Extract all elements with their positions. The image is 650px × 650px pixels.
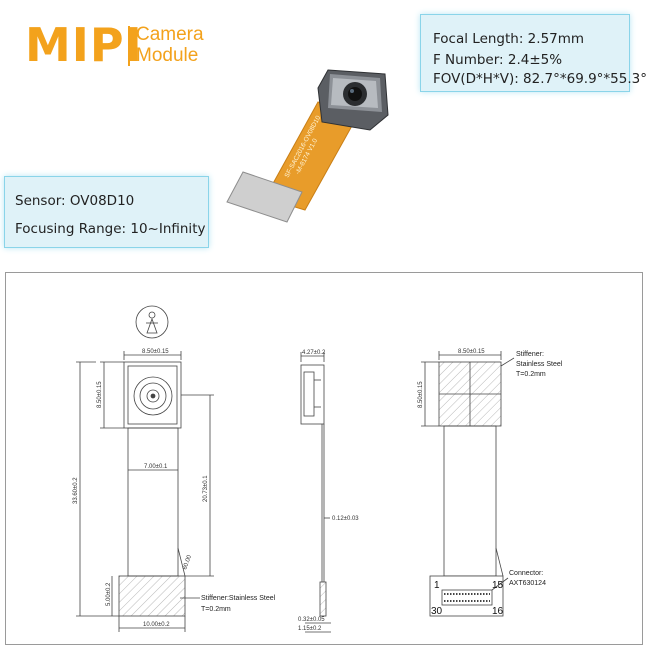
front-stiffener-outline [118,575,186,617]
logo-subtitle-line2: Module [136,45,199,66]
front-stiffener-height-dim: 5.00±0.2 [106,582,112,606]
front-view [76,305,214,632]
front-flex-length-dim: 20.73±0.1 [203,475,209,502]
sensor-text: Sensor: OV08D10 [15,193,135,209]
side-stiffener-outline [319,581,327,617]
front-view-labels: 8.50±0.15 8.50±0.15 33.60±0.2 7.00±0.1 2… [73,349,276,628]
back-view [421,351,515,617]
front-bottom-width-dim: 10.00±0.2 [143,622,170,628]
connector-outline [441,589,493,606]
focusing-range-text: Focusing Range: 10~Infinity [15,221,206,237]
side-view-labels: 4.27±0.2 0.12±0.03 0.32±0.05 1.15±0.2 [298,350,359,632]
side-head-outline [300,364,325,425]
front-angle-dim: 60.00 [182,554,193,571]
front-stiffener-note: Stiffener:Stainless Steel [201,595,276,602]
pin-30-label: 30 [431,606,443,617]
back-flex-outline [443,425,497,577]
f-number-text: F Number: 2.4±5% [433,52,563,68]
spec-box-sensor: Sensor: OV08D10 Focusing Range: 10~Infin… [4,176,209,248]
back-stiffener-material: Stainless Steel [516,361,563,368]
front-total-length-dim: 33.60±0.2 [73,477,79,504]
pin-15-label: 15 [492,580,504,591]
spec-box-optics: Focal Length: 2.57mm F Number: 2.4±5% FO… [420,14,647,92]
front-top-width-dim: 8.50±0.15 [142,349,169,355]
pin-16-label: 16 [492,606,504,617]
pin-1-label: 1 [434,580,440,591]
focal-length-text: Focal Length: 2.57mm [433,31,585,47]
back-view-labels: 8.50±0.15 8.50±0.15 Stiffener: Stainless… [418,349,563,617]
lens-icon [133,376,173,416]
person-icon [135,305,169,339]
camera-module-photo: SF-SAC2016-OV08D10 -M-8174 V1.0 [226,69,389,223]
logo-divider [128,26,130,66]
side-stiffener-thickness-dim: 0.32±0.05 [298,617,325,623]
logo-subtitle-line1: Camera [136,24,204,45]
front-stiffener-thickness-note: T=0.2mm [201,606,231,613]
back-top-width-dim: 8.50±0.15 [458,349,485,355]
back-stiffener-title: Stiffener: [516,351,544,358]
connector-part-number: AXT630124 [509,580,546,587]
stiffener-plate [226,171,303,223]
back-head-height-dim: 8.50±0.15 [418,381,424,408]
technical-drawing-frame [5,272,643,645]
camera-head [317,69,389,131]
front-head-height-dim: 8.50±0.15 [97,381,103,408]
side-view [300,352,331,633]
side-head-depth-dim: 4.27±0.2 [302,350,326,356]
mipi-logo: MIPI [25,18,143,72]
side-flex-thickness-dim: 0.12±0.03 [332,516,359,522]
side-bottom-thickness-dim: 1.15±0.2 [298,626,322,632]
connector-title: Connector: [509,570,543,577]
front-flex-outline [127,427,179,577]
back-stiffener-thickness: T=0.2mm [516,371,546,378]
logo-subtitle: Camera Module [136,24,204,66]
fov-text: FOV(D*H*V): 82.7°*69.9°*55.3° [433,71,647,87]
front-flex-width-dim: 7.00±0.1 [144,464,168,470]
